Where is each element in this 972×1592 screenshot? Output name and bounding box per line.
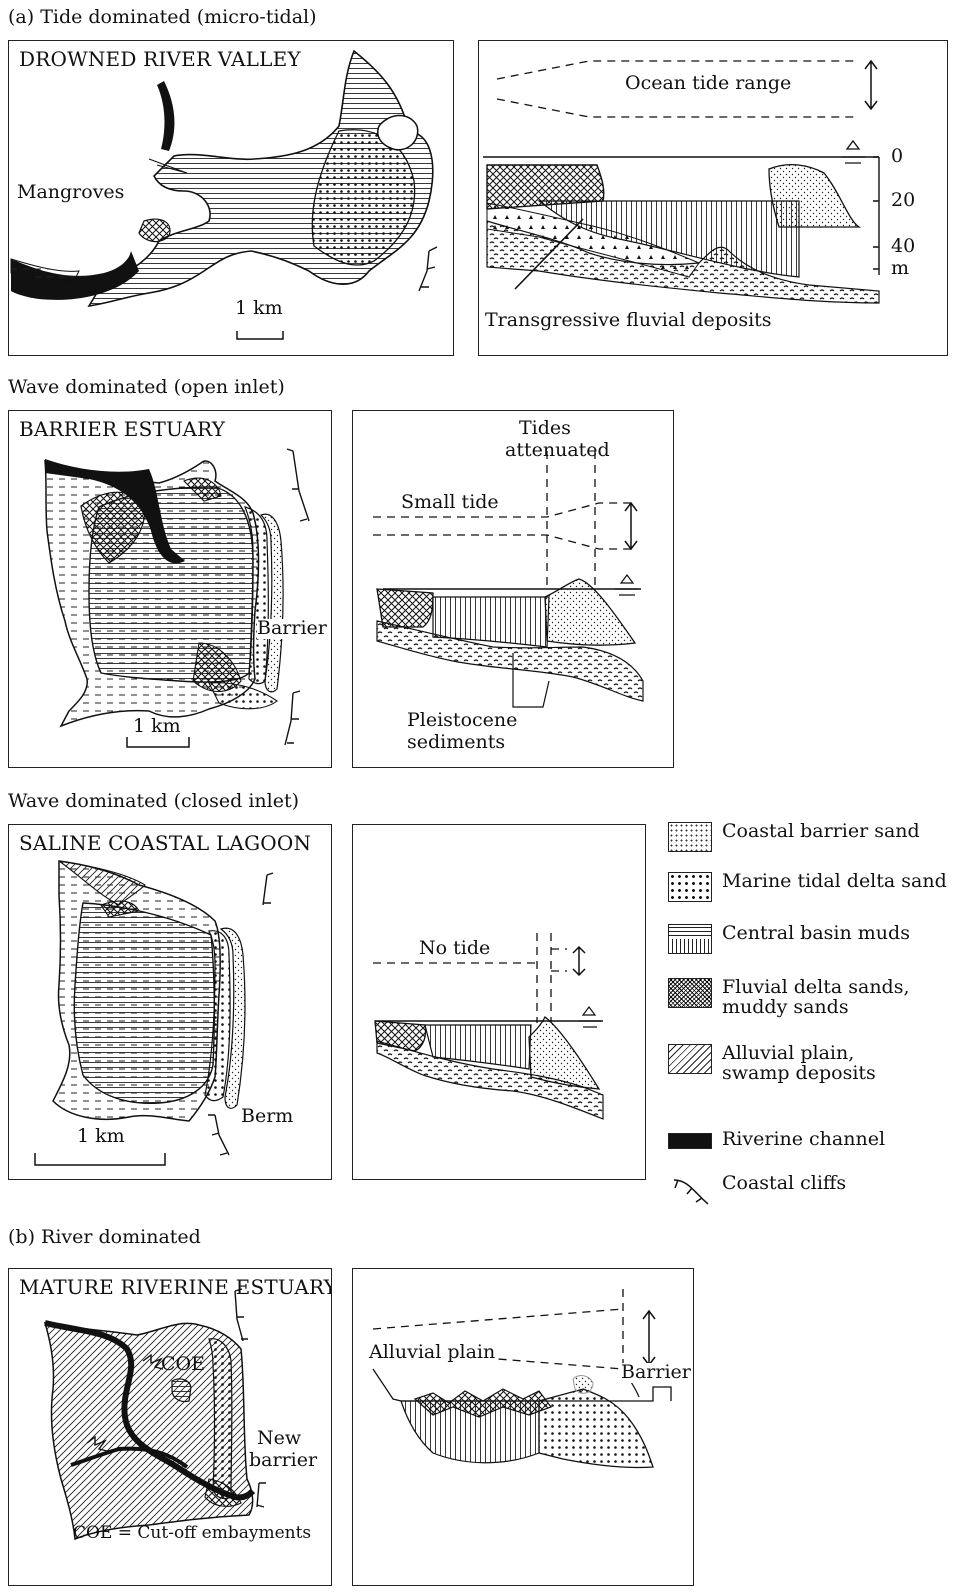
alluvial-plain-label: Alluvial plain	[369, 1343, 495, 1363]
coastal-barrier-sand-swatch	[668, 822, 712, 852]
riverine-channel-swatch	[668, 1133, 712, 1149]
pleistocene-label-1: Pleistocene	[407, 711, 517, 731]
legend-item-central-basin-muds: Central basin muds	[668, 924, 910, 954]
legend-text: Marine tidal delta sand	[722, 872, 947, 892]
legend-item-riverine-channel: Riverine channel	[668, 1130, 885, 1150]
coe-footnote: COE = Cut-off embayments	[73, 1525, 311, 1543]
lagoon-scale-label: 1 km	[77, 1127, 125, 1147]
legend: Coastal barrier sand Marine tidal delta …	[668, 822, 968, 1212]
drowned-river-valley-map: DROWNED RIVER VALLEY Mangroves 1 km	[8, 40, 454, 356]
closed-inlet-section: No tide	[352, 824, 646, 1180]
drowned-map-title: DROWNED RIVER VALLEY	[19, 47, 301, 71]
legend-text: Coastal cliffs	[722, 1174, 846, 1194]
small-tide-label: Small tide	[401, 493, 499, 513]
depth-unit: m	[891, 259, 909, 279]
depth-40: 40	[891, 237, 915, 257]
legend-text: Riverine channel	[722, 1130, 885, 1150]
river-barrier-label: Barrier	[621, 1363, 691, 1383]
lagoon-map-title: SALINE COASTAL LAGOON	[19, 831, 311, 855]
coastal-cliffs-symbol	[668, 1174, 712, 1208]
legend-item-fluvial-delta-sands: Fluvial delta sands, muddy sands	[668, 978, 910, 1018]
legend-text-group: Alluvial plain, swamp deposits	[722, 1044, 876, 1084]
marine-tidal-delta-sand-swatch	[668, 872, 712, 902]
new-barrier-label-2: barrier	[249, 1451, 317, 1471]
berm-label: Berm	[241, 1107, 293, 1127]
barrier-label: Barrier	[257, 619, 327, 639]
transgressive-fluvial-label: Transgressive fluvial deposits	[485, 311, 772, 331]
barrier-map-title: BARRIER ESTUARY	[19, 417, 225, 441]
tides-label-1: Tides	[519, 419, 571, 439]
central-basin-muds-swatch	[668, 924, 712, 954]
section-header-wave-open: Wave dominated (open inlet)	[8, 376, 285, 398]
barrier-scale-label: 1 km	[133, 717, 181, 737]
legend-text-group: Fluvial delta sands, muddy sands	[722, 978, 910, 1018]
section-header-tide: (a) Tide dominated (micro-tidal)	[8, 6, 317, 28]
legend-item-marine-tidal-delta-sand: Marine tidal delta sand	[668, 872, 947, 902]
legend-text: Coastal barrier sand	[722, 822, 920, 842]
legend-text-2: muddy sands	[722, 998, 910, 1018]
alluvial-plain-swatch	[668, 1044, 712, 1074]
legend-text: Central basin muds	[722, 924, 910, 944]
tide-dominated-section: Ocean tide range 0 20 40 m Transgressive…	[478, 40, 948, 356]
legend-item-alluvial-plain: Alluvial plain, swamp deposits	[668, 1044, 876, 1084]
ocean-tide-range-label: Ocean tide range	[625, 74, 791, 94]
river-dominated-section: Alluvial plain Barrier	[352, 1268, 694, 1586]
section-header-wave-closed: Wave dominated (closed inlet)	[8, 790, 299, 812]
riverine-estuary-map: MATURE RIVERINE ESTUARY COE New barrier …	[8, 1268, 332, 1586]
tides-label-2: attenuated	[505, 441, 610, 461]
legend-item-coastal-cliffs: Coastal cliffs	[668, 1174, 846, 1208]
pleistocene-label-2: sediments	[407, 733, 505, 753]
no-tide-label: No tide	[419, 939, 490, 959]
section-header-river: (b) River dominated	[8, 1226, 201, 1248]
riverine-map-title: MATURE RIVERINE ESTUARY	[19, 1275, 332, 1299]
coe-label: COE	[161, 1355, 205, 1375]
mangroves-label: Mangroves	[17, 183, 124, 203]
depth-0: 0	[891, 147, 903, 167]
legend-text: Fluvial delta sands,	[722, 978, 910, 998]
new-barrier-label-1: New	[257, 1429, 301, 1449]
legend-text: Alluvial plain,	[722, 1044, 876, 1064]
legend-text-2: swamp deposits	[722, 1064, 876, 1084]
fluvial-delta-sands-swatch	[668, 978, 712, 1008]
saline-lagoon-map: SALINE COASTAL LAGOON Berm 1 km	[8, 824, 332, 1180]
open-inlet-section: Tides attenuated Small tide Pleistocene …	[352, 410, 674, 768]
legend-item-coastal-barrier-sand: Coastal barrier sand	[668, 822, 920, 852]
drowned-scale-label: 1 km	[235, 299, 283, 319]
depth-20: 20	[891, 191, 915, 211]
barrier-estuary-map: BARRIER ESTUARY Barrier 1 km	[8, 410, 332, 768]
